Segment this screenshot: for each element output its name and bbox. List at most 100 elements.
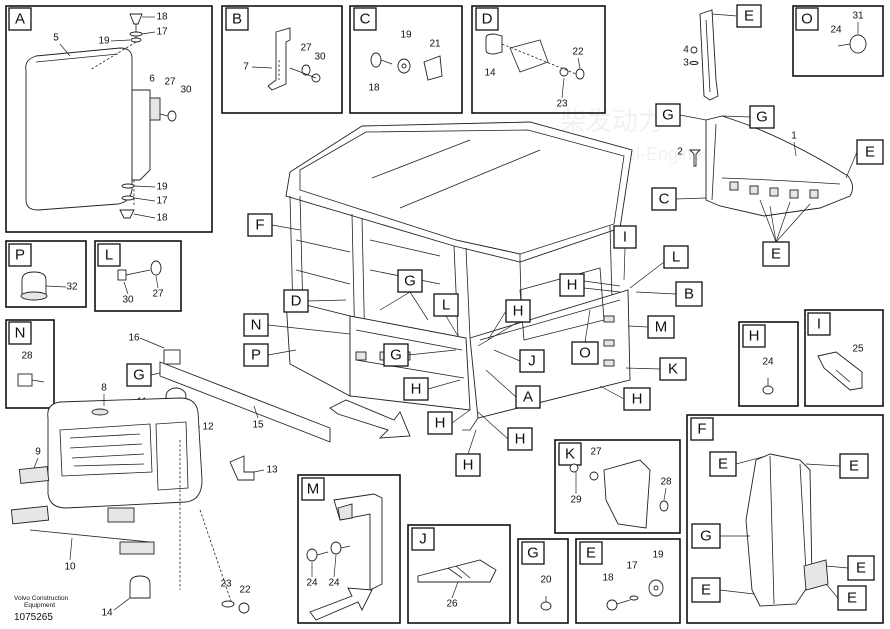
svg-text:26: 26 xyxy=(446,599,458,610)
svg-text:L: L xyxy=(672,249,680,266)
svg-text:E: E xyxy=(701,582,711,599)
svg-text:G: G xyxy=(756,109,768,126)
panel-n: N 28 xyxy=(5,319,55,409)
panel-d: D 22 14 23 xyxy=(471,5,606,114)
svg-text:B: B xyxy=(232,11,242,28)
svg-text:I: I xyxy=(817,316,821,333)
svg-text:19: 19 xyxy=(156,182,168,193)
svg-text:3: 3 xyxy=(683,58,689,69)
svg-text:H: H xyxy=(567,277,578,294)
svg-text:10: 10 xyxy=(64,562,76,573)
svg-text:H: H xyxy=(513,303,524,320)
svg-text:24: 24 xyxy=(830,25,842,36)
svg-text:15: 15 xyxy=(252,420,264,431)
svg-text:O: O xyxy=(579,345,591,362)
svg-text:9: 9 xyxy=(35,447,41,458)
svg-text:J: J xyxy=(419,531,427,548)
svg-text:18: 18 xyxy=(156,12,168,23)
svg-text:27: 27 xyxy=(590,447,602,458)
svg-text:29: 29 xyxy=(570,495,582,506)
svg-text:K: K xyxy=(565,446,575,463)
svg-text:4: 4 xyxy=(683,45,689,56)
svg-text:G: G xyxy=(700,528,712,545)
svg-text:30: 30 xyxy=(122,295,134,306)
svg-text:12: 12 xyxy=(202,422,214,433)
svg-text:E: E xyxy=(849,458,859,475)
svg-text:17: 17 xyxy=(156,196,168,207)
svg-text:D: D xyxy=(482,11,493,28)
svg-text:18: 18 xyxy=(602,573,614,584)
svg-text:23: 23 xyxy=(220,579,232,590)
svg-text:M: M xyxy=(655,319,668,336)
svg-text:I: I xyxy=(623,229,627,246)
svg-text:13: 13 xyxy=(266,465,278,476)
panel-o: O 31 24 xyxy=(792,5,884,77)
svg-text:H: H xyxy=(749,328,760,345)
svg-text:M: M xyxy=(307,481,320,498)
panel-l: L 30 27 xyxy=(94,240,182,312)
svg-text:27: 27 xyxy=(152,289,164,300)
svg-text:F: F xyxy=(255,217,264,234)
svg-text:E: E xyxy=(865,144,875,161)
svg-text:18: 18 xyxy=(368,83,380,94)
svg-text:C: C xyxy=(360,11,371,28)
svg-text:E: E xyxy=(847,590,857,607)
svg-text:D: D xyxy=(291,293,302,310)
svg-text:28: 28 xyxy=(21,351,33,362)
svg-text:28: 28 xyxy=(660,477,672,488)
svg-text:H: H xyxy=(632,391,643,408)
svg-text:O: O xyxy=(801,11,813,28)
panel-c: C 19 21 18 xyxy=(349,5,463,114)
svg-text:P: P xyxy=(251,347,261,364)
panel-p: P 32 xyxy=(5,240,87,308)
cab-assembly xyxy=(285,121,633,439)
svg-text:L: L xyxy=(105,247,113,264)
svg-text:L: L xyxy=(442,297,450,314)
footer-code: 1075265 xyxy=(14,612,53,623)
svg-text:19: 19 xyxy=(400,30,412,41)
svg-text:K: K xyxy=(668,361,678,378)
svg-text:27: 27 xyxy=(300,43,312,54)
svg-text:E: E xyxy=(744,8,754,25)
svg-text:19: 19 xyxy=(652,550,664,561)
svg-text:1: 1 xyxy=(791,131,797,142)
svg-text:N: N xyxy=(15,325,26,342)
svg-text:19: 19 xyxy=(98,36,110,47)
svg-text:20: 20 xyxy=(540,575,552,586)
svg-text:E: E xyxy=(771,246,781,263)
svg-text:30: 30 xyxy=(314,52,326,63)
svg-text:17: 17 xyxy=(626,561,638,572)
panel-e-bottom: E 18 17 19 xyxy=(575,538,681,624)
svg-text:6: 6 xyxy=(149,74,155,85)
svg-text:N: N xyxy=(251,317,262,334)
svg-text:7: 7 xyxy=(243,62,249,73)
watermark-cn: 柴发动力 xyxy=(560,106,664,136)
svg-text:17: 17 xyxy=(156,27,168,38)
svg-text:F: F xyxy=(697,421,706,438)
panel-j: J 26 xyxy=(407,524,511,624)
svg-text:22: 22 xyxy=(572,47,584,58)
svg-text:B: B xyxy=(684,286,694,303)
svg-text:23: 23 xyxy=(556,99,568,110)
footer-line1: Volvo Construction xyxy=(14,595,69,602)
svg-text:14: 14 xyxy=(101,608,113,619)
svg-text:G: G xyxy=(390,347,402,364)
svg-text:16: 16 xyxy=(128,333,140,344)
svg-text:J: J xyxy=(528,353,536,370)
svg-text:G: G xyxy=(133,367,145,384)
panel-m: M 24 24 xyxy=(297,474,401,624)
svg-text:H: H xyxy=(411,381,422,398)
svg-text:E: E xyxy=(586,545,596,562)
panel-b: B 7 27 30 xyxy=(221,5,343,114)
panel-a: A 18 17 19 5 6 27 30 19 17 18 xyxy=(5,5,213,233)
svg-text:C: C xyxy=(659,191,670,208)
svg-text:5: 5 xyxy=(53,33,59,44)
footer-line2: Equipment xyxy=(24,602,55,609)
panel-h: H 24 xyxy=(738,321,799,407)
svg-text:22: 22 xyxy=(239,585,251,596)
panel-k: K 27 29 28 xyxy=(554,439,681,534)
side-panel: 2 1 G G E C E xyxy=(651,103,884,267)
panel-f: F E E G E E E xyxy=(686,414,884,624)
svg-text:25: 25 xyxy=(852,344,864,355)
svg-text:14: 14 xyxy=(484,68,496,79)
